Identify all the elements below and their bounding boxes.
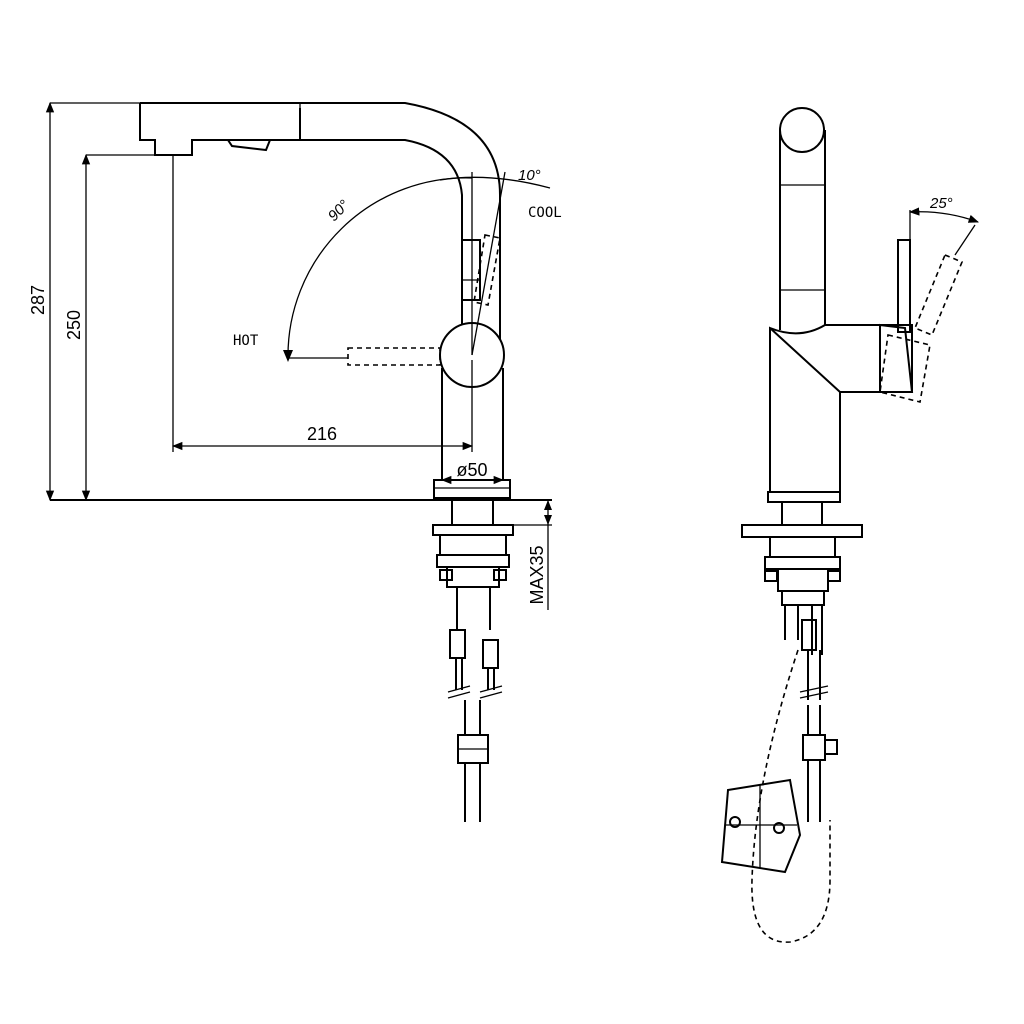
tilt-angle-label: 25° <box>929 195 953 212</box>
cool-angle-label: 10° <box>518 167 541 184</box>
hose-fitting-left <box>449 629 466 659</box>
cool-label: COOL <box>528 205 562 221</box>
handle-lever <box>461 239 481 301</box>
spout-outline <box>139 102 501 340</box>
hose-weight <box>720 778 802 874</box>
tilt-arc <box>908 207 979 223</box>
dim-reach-label: 216 <box>307 424 337 444</box>
spout-nozzle <box>226 139 272 152</box>
hose-fitting-right <box>482 639 499 669</box>
handle-swing-arc <box>287 177 473 359</box>
side-spout <box>779 130 826 330</box>
shank <box>451 500 494 525</box>
side-body <box>769 324 881 493</box>
side-spout-head <box>779 107 825 153</box>
side-counter-plate <box>741 524 863 538</box>
mounting-nut <box>439 534 507 556</box>
cool-offset-arc <box>439 176 551 189</box>
hot-label: HOT <box>233 333 259 349</box>
dim-max-thickness-label: MAX35 <box>527 545 547 604</box>
handle-hot-position <box>347 347 441 366</box>
supply-hose <box>464 763 481 822</box>
swing-angle-label: 90° <box>325 197 353 225</box>
dim-spout-height-label: 250 <box>64 310 84 340</box>
side-view: 25° <box>720 107 979 943</box>
faucet-body <box>441 368 504 480</box>
base-flange <box>433 479 511 499</box>
dim-base-diameter-label: ø50 <box>456 460 487 480</box>
dim-total-height-label: 287 <box>28 285 48 315</box>
side-handle-tilted <box>913 253 964 337</box>
side-handle-lever <box>897 239 911 333</box>
side-supply-valve <box>802 734 826 761</box>
pullout-hose-loop <box>751 649 831 943</box>
front-view: 287 250 216 ø50 MAX35 90° 10° HOT COOL <box>28 101 562 822</box>
break-marks <box>447 685 503 699</box>
handle-cool-position <box>473 234 501 306</box>
